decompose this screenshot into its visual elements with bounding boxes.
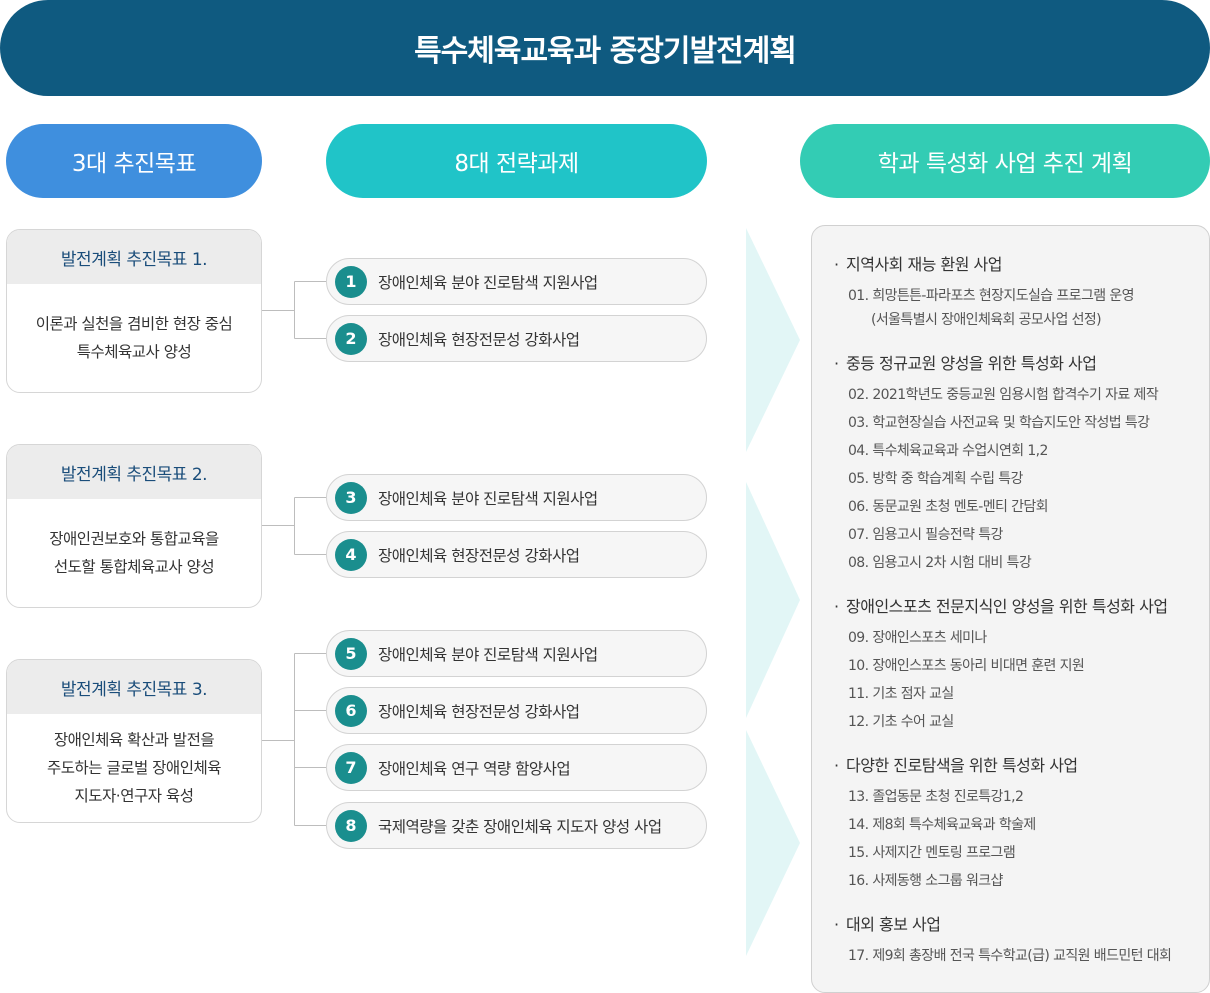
plan-item: 17. 제9회 총장배 전국 특수학교(급) 교직원 배드민턴 대회 [848,948,1172,964]
arrow-shape-3 [746,730,800,956]
connector-goal-3 [262,653,326,826]
plan-item: 12. 기초 수어 교실 [848,714,954,730]
goal-heading: 발전계획 추진목표 1. [7,230,261,284]
task-number-badge: 5 [335,637,367,670]
goal-line: 선도할 통합체육교사 양성 [53,558,215,576]
header-plan: 학과 특성화 사업 추진 계획 [800,124,1210,198]
goal-line: 장애인권보호와 통합교육을 [49,530,219,548]
plan-section-title: 지역사회 재능 환원 사업 [846,255,1002,274]
goal-line: 이론과 실천을 겸비한 현장 중심 [35,315,233,333]
goal-line: 지도자·연구자 육성 [74,787,194,805]
plan-item-note: (서울특별시 장애인체육회 공모사업 선정) [871,312,1102,328]
page-title-bar: 특수체육교육과 중장기발전계획 [0,0,1210,96]
bullet-dot: · [834,255,839,274]
plan-item: 14. 제8회 특수체육교육과 학술제 [848,817,1036,833]
bullet-dot: · [834,354,839,373]
goal-line: 특수체육교사 양성 [76,343,192,361]
task-item-2: 2 장애인체육 현장전문성 강화사업 [326,315,707,362]
plan-panel: · 지역사회 재능 환원 사업 01. 희망튼튼-파라포츠 현장지도실습 프로그램… [811,225,1210,993]
goal-heading: 발전계획 추진목표 3. [7,660,261,714]
goal-box-3: 발전계획 추진목표 3. 장애인체육 확산과 발전을 주도하는 글로벌 장애인체… [6,659,262,823]
plan-item: 11. 기초 점자 교실 [848,686,954,702]
task-item-4: 4 장애인체육 현장전문성 강화사업 [326,531,707,578]
goal-description: 장애인체육 확산과 발전을 주도하는 글로벌 장애인체육 지도자·연구자 육성 [7,714,261,822]
task-number-badge: 4 [335,538,367,571]
task-item-3: 3 장애인체육 분야 진로탐색 지원사업 [326,474,707,521]
task-number-badge: 3 [335,481,367,514]
task-number-badge: 6 [335,694,367,727]
task-label: 국제역량을 갖춘 장애인체육 지도자 양성 사업 [378,817,662,836]
task-label: 장애인체육 분야 진로탐색 지원사업 [378,273,598,292]
header-tasks: 8대 전략과제 [326,124,707,198]
goal-box-1: 발전계획 추진목표 1. 이론과 실천을 겸비한 현장 중심 특수체육교사 양성 [6,229,262,393]
plan-item: 07. 임용고시 필승전략 특강 [848,527,1003,543]
plan-item: 08. 임용고시 2차 시험 대비 특강 [848,555,1032,571]
task-label: 장애인체육 연구 역량 함양사업 [378,759,571,778]
bullet-dot: · [834,915,839,934]
arrow-shape-1 [746,228,800,452]
task-number-badge: 7 [335,751,367,784]
arrow-shape-2 [746,482,800,718]
bullet-dot: · [834,597,839,616]
plan-item: 13. 졸업동문 초청 진로특강1,2 [848,789,1024,805]
plan-section-5: · 대외 홍보 사업 17. 제9회 총장배 전국 특수학교(급) 교직원 배드민… [834,914,1209,970]
goal-heading: 발전계획 추진목표 2. [7,445,261,499]
bullet-dot: · [834,756,839,775]
plan-item: 02. 2021학년도 중등교원 임용시험 합격수기 자료 제작 [848,387,1159,403]
task-label: 장애인체육 현장전문성 강화사업 [378,702,580,721]
task-number-badge: 1 [335,265,367,298]
goal-line: 주도하는 글로벌 장애인체육 [47,759,221,777]
plan-section-title: 다양한 진로탐색을 위한 특성화 사업 [846,756,1078,775]
header-goals: 3대 추진목표 [6,124,262,198]
task-label: 장애인체육 현장전문성 강화사업 [378,546,580,565]
goal-description: 장애인권보호와 통합교육을 선도할 통합체육교사 양성 [7,499,261,607]
task-item-6: 6 장애인체육 현장전문성 강화사업 [326,687,707,734]
task-label: 장애인체육 분야 진로탐색 지원사업 [378,489,598,508]
plan-item: 16. 사제동행 소그룹 워크샵 [848,873,1003,889]
connector-goal-1 [262,281,326,339]
task-item-8: 8 국제역량을 갖춘 장애인체육 지도자 양성 사업 [326,802,707,849]
connector-goal-2 [262,497,326,555]
plan-section-3: · 장애인스포츠 전문지식인 양성을 위한 특성화 사업 09. 장애인스포츠 세… [834,596,1209,736]
goal-description: 이론과 실천을 겸비한 현장 중심 특수체육교사 양성 [7,284,261,392]
plan-section-1: · 지역사회 재능 환원 사업 01. 희망튼튼-파라포츠 현장지도실습 프로그램… [834,254,1209,334]
task-item-1: 1 장애인체육 분야 진로탐색 지원사업 [326,258,707,305]
goal-line: 장애인체육 확산과 발전을 [53,731,215,749]
plan-item: 10. 장애인스포츠 동아리 비대면 훈련 지원 [848,658,1085,674]
plan-section-4: · 다양한 진로탐색을 위한 특성화 사업 13. 졸업동문 초청 진로특강1,2… [834,755,1209,895]
task-number-badge: 8 [335,809,367,842]
plan-item: 06. 동문교원 초청 멘토-멘티 간담회 [848,499,1049,515]
task-number-badge: 2 [335,322,367,355]
plan-section-title: 장애인스포츠 전문지식인 양성을 위한 특성화 사업 [846,597,1168,616]
page-title: 특수체육교육과 중장기발전계획 [414,34,797,69]
plan-section-2: · 중등 정규교원 양성을 위한 특성화 사업 02. 2021학년도 중등교원 … [834,353,1209,577]
task-label: 장애인체육 분야 진로탐색 지원사업 [378,645,598,664]
plan-item: 04. 특수체육교육과 수업시연회 1,2 [848,443,1048,459]
plan-item: 03. 학교현장실습 사전교육 및 학습지도안 작성법 특강 [848,415,1150,431]
task-item-5: 5 장애인체육 분야 진로탐색 지원사업 [326,630,707,677]
plan-item: 09. 장애인스포츠 세미나 [848,630,987,646]
plan-section-title: 중등 정규교원 양성을 위한 특성화 사업 [846,354,1097,373]
task-label: 장애인체육 현장전문성 강화사업 [378,330,580,349]
plan-item: 15. 사제지간 멘토링 프로그램 [848,845,1016,861]
plan-item: 01. 희망튼튼-파라포츠 현장지도실습 프로그램 운영 [848,288,1135,304]
plan-item: 05. 방학 중 학습계획 수립 특강 [848,471,1023,487]
plan-section-title: 대외 홍보 사업 [846,915,941,934]
task-item-7: 7 장애인체육 연구 역량 함양사업 [326,744,707,791]
goal-box-2: 발전계획 추진목표 2. 장애인권보호와 통합교육을 선도할 통합체육교사 양성 [6,444,262,608]
